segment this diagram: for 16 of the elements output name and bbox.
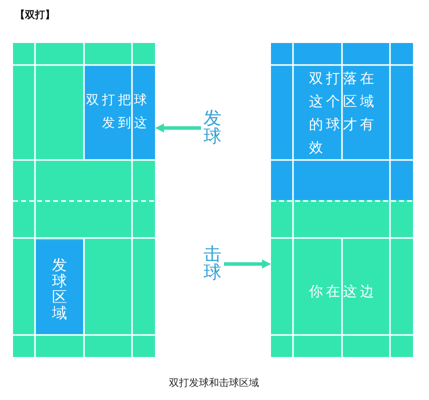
arrow <box>224 260 271 268</box>
court-zone <box>271 200 413 357</box>
badminton-court <box>13 43 155 357</box>
zone-text: 双打落在这个区域的球才有效 <box>309 70 378 158</box>
zone-text: 发球区域 <box>52 257 68 321</box>
badminton-court <box>271 43 413 357</box>
shaded-zone <box>271 43 413 200</box>
title: 【双打】 <box>15 8 55 22</box>
shaded-zone <box>36 240 83 334</box>
zone-text: 双打把球发到这 <box>85 92 150 132</box>
zone-text: 你在这边 <box>309 282 378 302</box>
vertical-label: 击球 <box>202 246 223 282</box>
arrow <box>155 124 201 132</box>
vertical-label: 发球 <box>202 110 223 146</box>
shaded-zone <box>84 65 155 160</box>
caption: 双打发球和击球区域 <box>168 376 260 390</box>
